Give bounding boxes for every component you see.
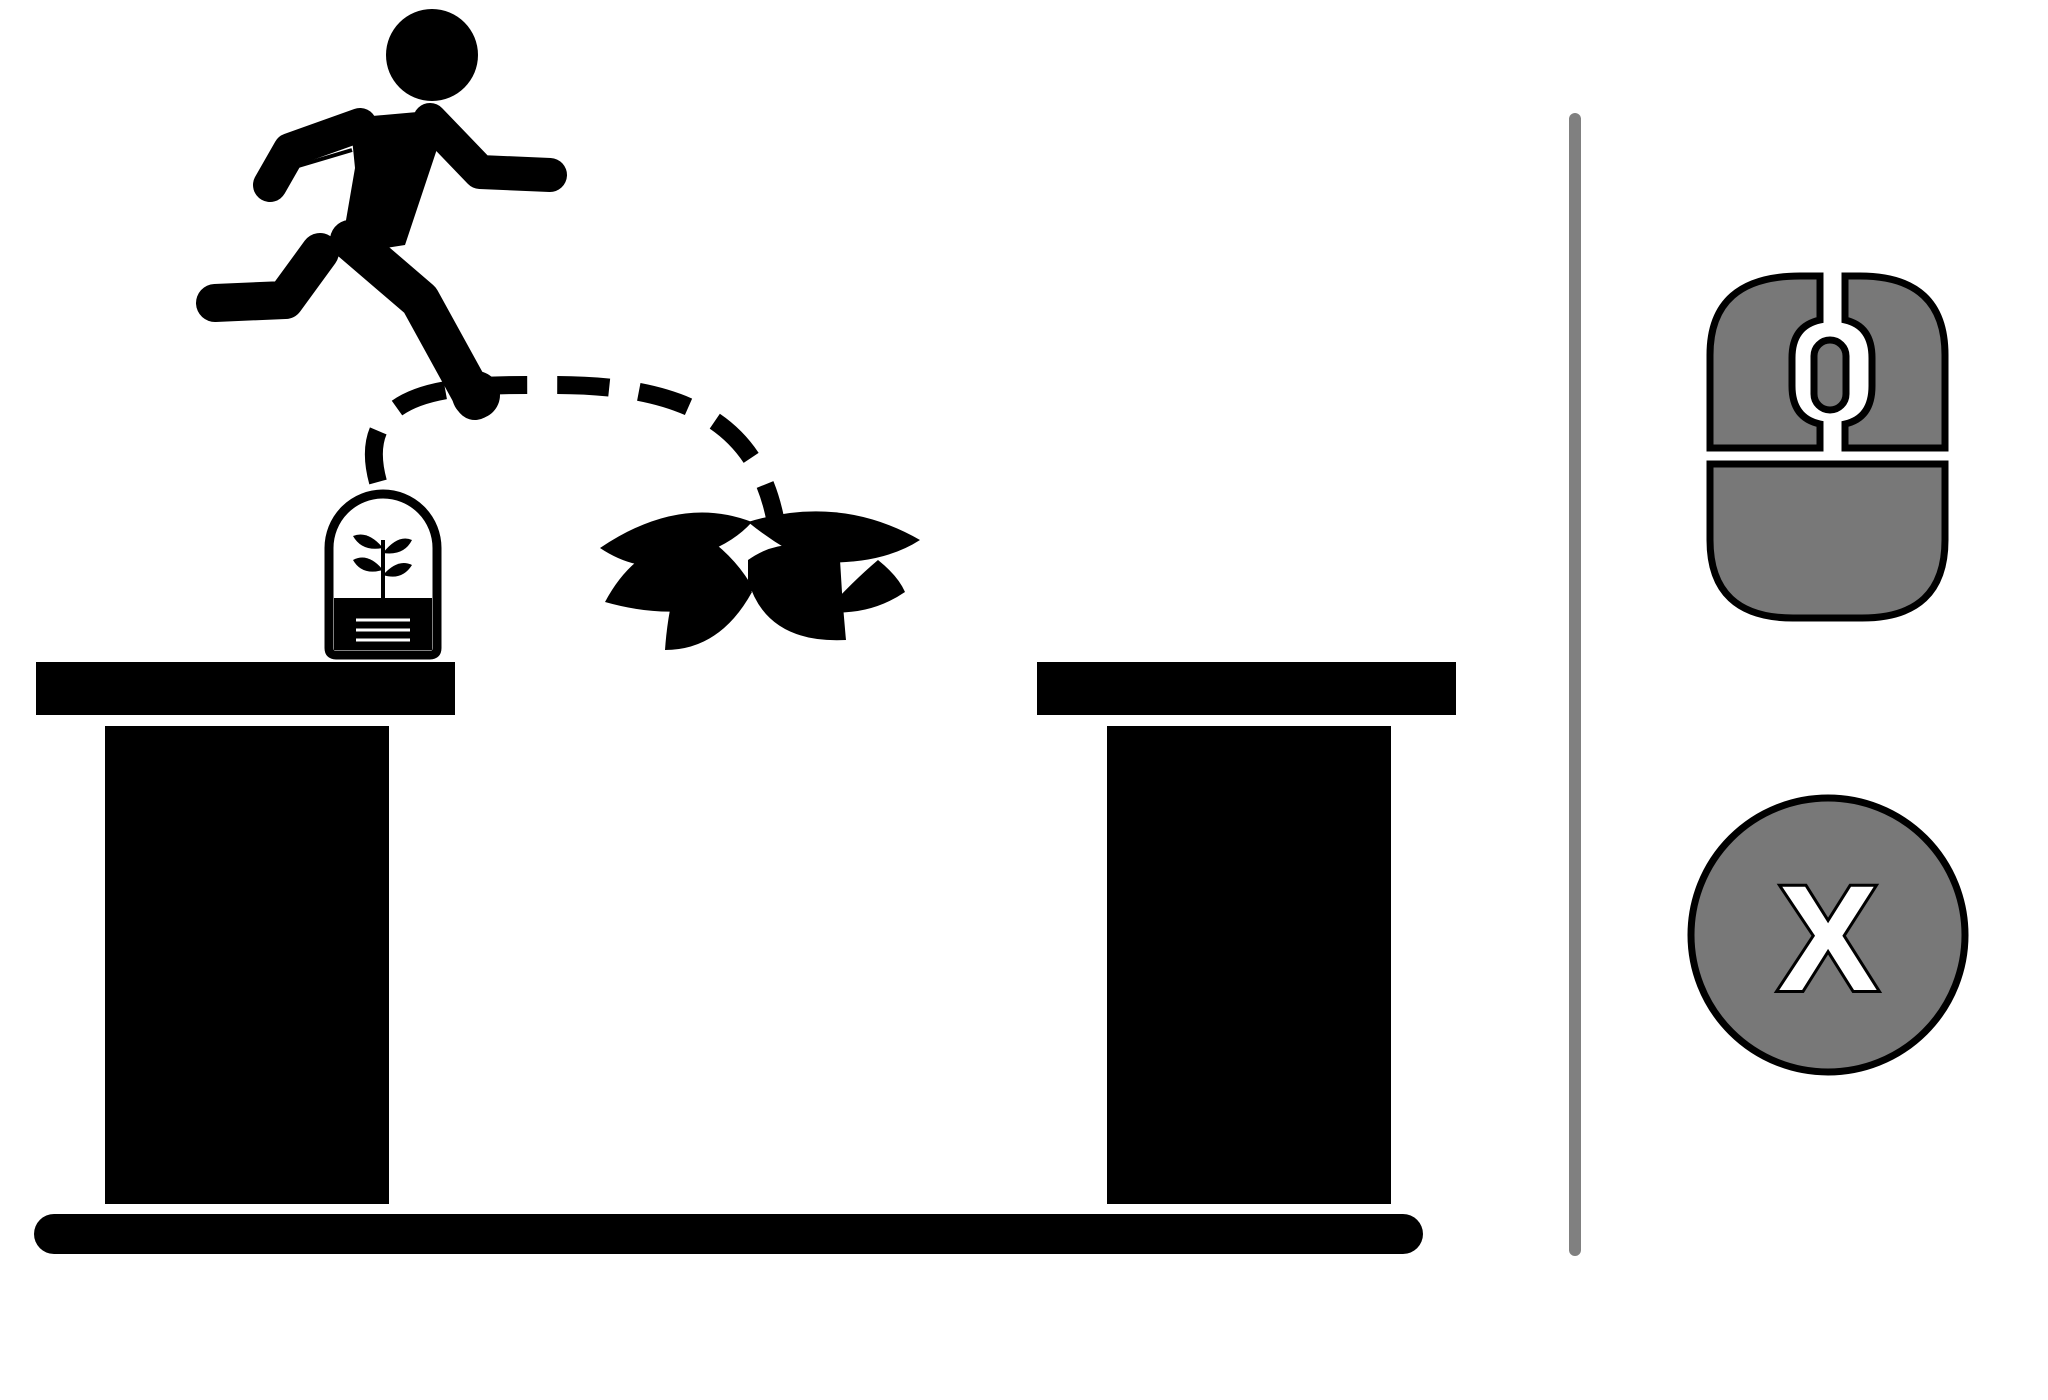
mouse-icon: [1706, 272, 1949, 622]
left-platform-pillar: [105, 726, 389, 1204]
left-platform: [36, 662, 455, 1204]
mouse-scroll-wheel: [1810, 336, 1850, 414]
x-button-icon: X: [1687, 794, 1969, 1076]
x-button-label: X: [1778, 854, 1878, 1022]
mouse-left-button: [1706, 272, 1824, 452]
right-platform-pillar: [1107, 726, 1391, 1204]
mouse-body: [1706, 460, 1949, 622]
mouse-right-button: [1841, 272, 1949, 452]
jump-trajectory: [364, 375, 784, 520]
right-platform: [1037, 662, 1456, 1204]
sprout-pot-icon: [324, 489, 442, 660]
left-platform-top: [36, 662, 455, 715]
right-platform-top: [1037, 662, 1456, 715]
leaves-icon: [600, 511, 920, 650]
running-person-icon: [196, 9, 567, 420]
ground-bar: [34, 1214, 1423, 1254]
